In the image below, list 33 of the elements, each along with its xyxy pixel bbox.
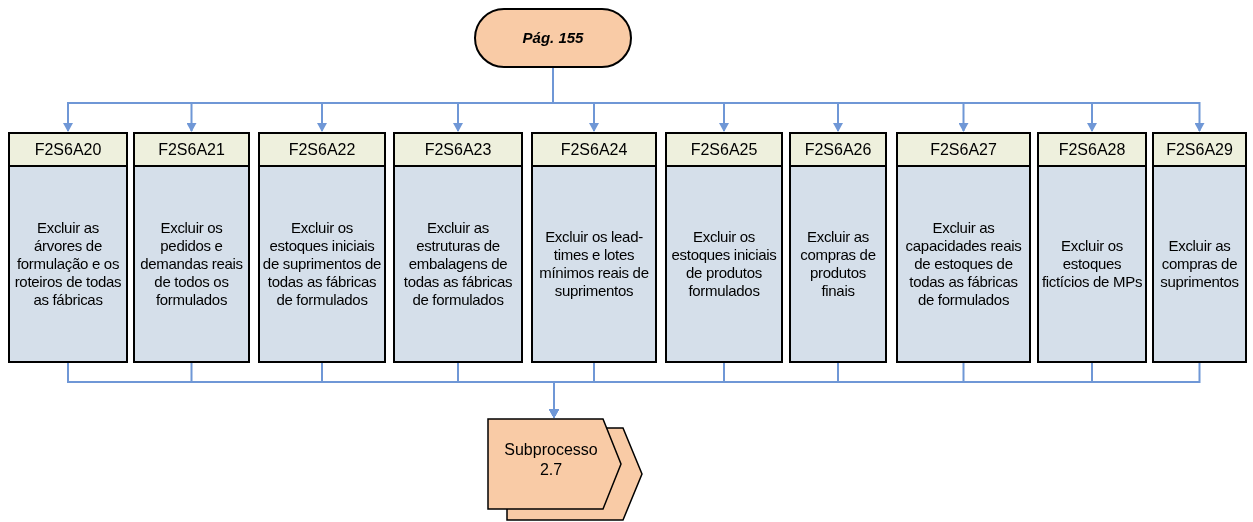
node-text: Excluir as capacidades reais de estoques de todas as fábricas de formulados: [904, 219, 1023, 309]
node-id-label: F2S6A24: [533, 134, 655, 167]
node-text: Excluir as árvores de formulação e os roteiros de todas as fábricas: [13, 219, 123, 309]
process-box: [8, 132, 128, 363]
process-box: [1152, 132, 1247, 363]
process-box: [1037, 132, 1147, 363]
node-text: Excluir os estoques fictícios de MPs: [1041, 237, 1143, 291]
process-box: [393, 132, 523, 363]
node-text: Excluir os estoques iniciais de produtos formulados: [670, 228, 778, 300]
node-text: Excluir os estoques iniciais de suprimentos de todas as fábricas de formulados: [262, 219, 382, 309]
offpage-connector: [487, 418, 643, 522]
process-box: [133, 132, 250, 363]
node-text: Excluir os lead-times e lotes mínimos reais de suprimentos: [538, 228, 650, 300]
node-text: Subprocesso 2.7: [503, 440, 599, 480]
node-text: Excluir as compras de suprimentos: [1159, 237, 1240, 291]
node-text: Excluir as compras de produtos finais: [799, 228, 877, 300]
process-box: [896, 132, 1031, 363]
node-id-label: F2S6A22: [260, 134, 384, 167]
node-text: Excluir os pedidos e demandas reais de todos os formulados: [139, 219, 244, 309]
node-id-label: F2S6A27: [898, 134, 1029, 167]
node-id-label: F2S6A25: [667, 134, 781, 167]
node-id-label: F2S6A29: [1154, 134, 1245, 167]
node-id-label: F2S6A28: [1039, 134, 1145, 167]
terminator-pill: Pág. 155: [474, 8, 632, 68]
process-box: [531, 132, 657, 363]
process-box: [665, 132, 783, 363]
node-id-label: F2S6A21: [135, 134, 248, 167]
process-box: [789, 132, 887, 363]
node-id-label: F2S6A20: [10, 134, 126, 167]
node-id-label: F2S6A26: [791, 134, 885, 167]
node-text: Excluir as estruturas de embalagens de todas as fábricas de formulados: [402, 219, 514, 309]
node-id-label: F2S6A23: [395, 134, 521, 167]
process-box: [258, 132, 386, 363]
